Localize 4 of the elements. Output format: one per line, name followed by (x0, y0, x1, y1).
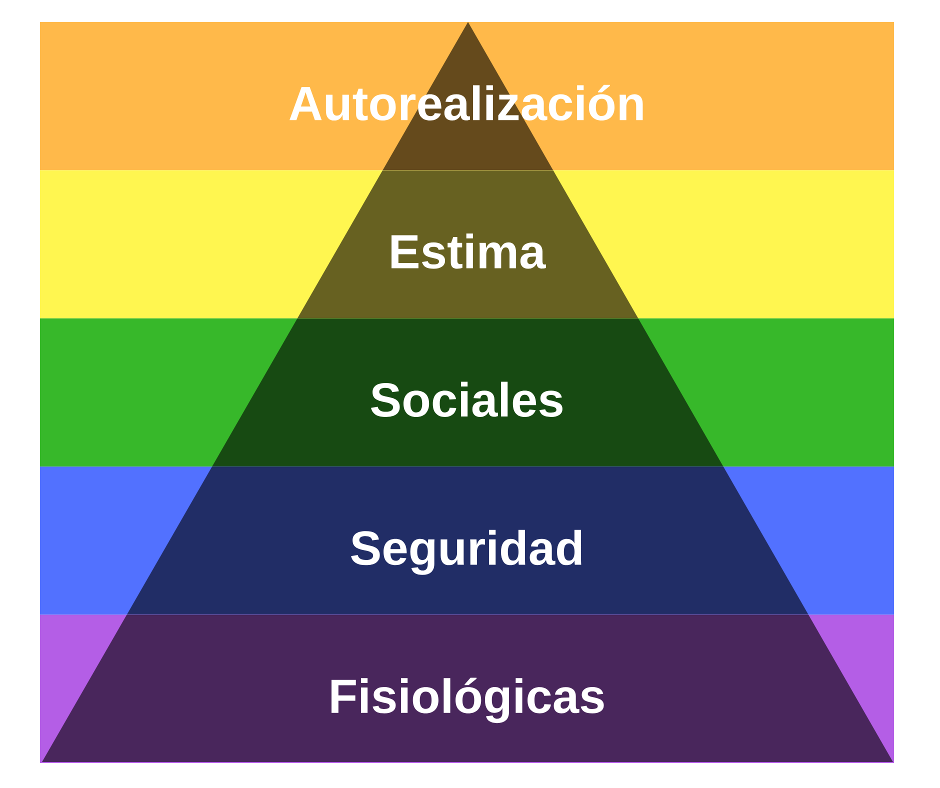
pyramid-level: Seguridad (40, 466, 894, 615)
pyramid-level: Sociales (40, 318, 894, 467)
pyramid-level: Estima (40, 170, 894, 318)
pyramid-level: Fisiológicas (40, 614, 894, 763)
